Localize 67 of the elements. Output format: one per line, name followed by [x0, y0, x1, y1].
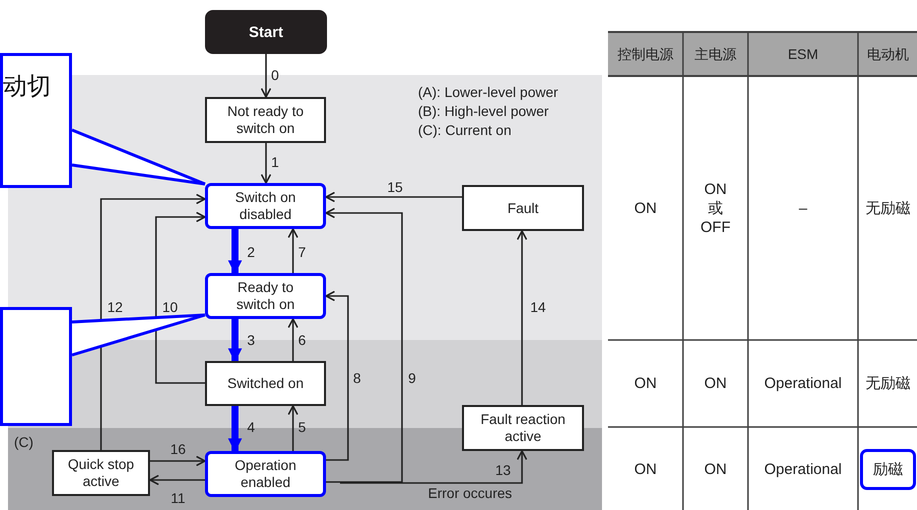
table-cell-text: Operational — [763, 374, 843, 394]
arrow — [260, 54, 272, 98]
edge-label: 16 — [170, 441, 186, 457]
table-cell-text: ON — [633, 198, 658, 218]
table-cell-text: – — [798, 198, 808, 218]
state-box: Fault — [462, 185, 584, 231]
table-cell-text: ON 或 OFF — [700, 180, 732, 238]
highlighted-arrow — [228, 319, 242, 362]
arrow — [288, 405, 298, 451]
arrow — [325, 208, 403, 483]
edge-label: 6 — [298, 332, 306, 348]
state-box: Fault reaction active — [462, 405, 584, 451]
edge-label: 9 — [408, 370, 416, 386]
highlighted-arrow — [228, 229, 242, 274]
edge-label: 14 — [530, 299, 546, 315]
arrow — [325, 192, 462, 202]
table-cell-text: 无励磁 — [864, 374, 912, 394]
highlighted-arrow — [228, 406, 242, 452]
state-box: Switched on — [205, 361, 326, 406]
table-cell-text: ON — [703, 460, 728, 480]
edge-label: 8 — [353, 370, 361, 386]
state-box: Quick stop active — [52, 450, 150, 496]
state-box: Not ready to switch on — [205, 97, 326, 143]
table-cell-text: ON — [633, 460, 658, 480]
edge-label: 4 — [247, 419, 255, 435]
start-terminal: Start — [205, 10, 327, 54]
edge-label: 12 — [107, 299, 123, 315]
arrow — [340, 450, 528, 484]
callout-box — [0, 307, 72, 426]
edge-label: 0 — [271, 67, 279, 83]
table-header-cell: 控制电源 — [608, 32, 683, 76]
table-cell-text: ON — [633, 374, 658, 394]
table-header-cell: 电动机 — [858, 32, 917, 76]
edge-label: 5 — [298, 419, 306, 435]
legend-text: (C): Current on — [418, 122, 512, 138]
edge-label: 11 — [170, 490, 186, 506]
table-cell-text: ON — [703, 374, 728, 394]
edge-label: 10 — [162, 299, 178, 315]
zone-label: (C) — [14, 434, 34, 450]
legend-text: (B): High-level power — [418, 103, 549, 119]
arrow — [260, 143, 272, 184]
state-box: Ready to switch on — [205, 273, 326, 319]
arrow — [288, 318, 298, 361]
edge-label: 15 — [387, 179, 403, 195]
table-header-cell: 主电源 — [683, 32, 748, 76]
edge-label: 3 — [247, 332, 255, 348]
arrow — [149, 474, 205, 486]
callout-text: 动切 — [3, 72, 51, 102]
table-header-cell: ESM — [748, 32, 858, 76]
highlighted-table-text: 励磁 — [860, 449, 916, 490]
edge-label: 7 — [298, 244, 306, 260]
arrow — [516, 230, 528, 405]
arrow — [325, 290, 349, 461]
state-box: Operation enabled — [205, 451, 326, 497]
table-cell-text: 无励磁 — [864, 198, 912, 218]
edge-note: Error occures — [428, 485, 512, 501]
arrow — [155, 212, 206, 384]
legend-text: (A): Lower-level power — [418, 84, 558, 100]
edge-label: 13 — [495, 462, 511, 478]
arrow — [100, 194, 206, 450]
edge-label: 2 — [247, 244, 255, 260]
arrow — [288, 228, 298, 273]
callout-box — [0, 53, 72, 188]
table-cell-text: Operational — [763, 460, 843, 480]
edge-label: 1 — [271, 154, 279, 170]
state-box: Switch on disabled — [205, 183, 326, 229]
arrow — [150, 456, 206, 466]
